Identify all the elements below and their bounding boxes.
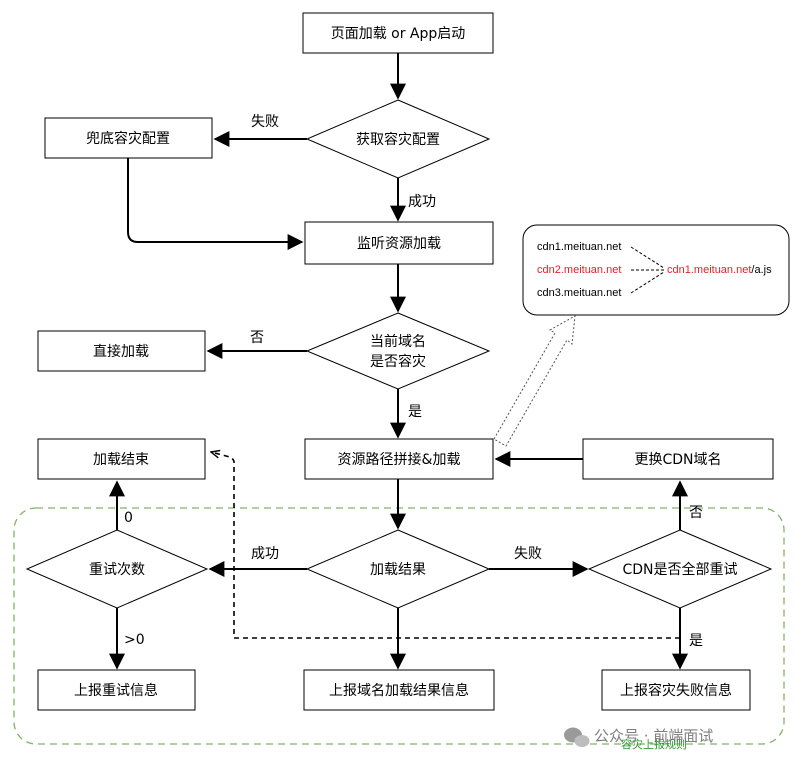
load-result-decision: 加载结果: [305, 529, 491, 609]
direct-load-node: 直接加载: [37, 330, 206, 372]
fallback-config-label: 兜底容灾配置: [86, 130, 170, 147]
report-retry-label: 上报重试信息: [74, 682, 158, 699]
load-end-label: 加载结束: [93, 452, 149, 468]
callout-target-path: /a.js: [751, 264, 772, 276]
start-node-label: 页面加载 or App启动: [331, 26, 466, 42]
region-label: 容灾上报规则: [621, 737, 687, 751]
listen-label: 监听资源加载: [357, 236, 441, 252]
is-disaster-label-line1: 当前域名: [370, 333, 426, 350]
report-domain-result-node: 上报域名加载结果信息: [303, 669, 495, 711]
listen-node: 监听资源加载: [304, 221, 494, 265]
dashed-feedback-arrow: [211, 452, 680, 639]
watermark: 公众号 · 前端面试: [564, 727, 713, 747]
callout-line-cdn1: [630, 246, 665, 269]
arrow-fallback-to-listen: [127, 158, 304, 250]
edge-label-fail-cdn: 失败: [514, 546, 542, 562]
report-domain-result-label: 上报域名加载结果信息: [329, 682, 469, 699]
report-disaster-fail-node: 上报容灾失败信息: [601, 669, 751, 711]
change-cdn-label: 更换CDN域名: [634, 451, 721, 468]
edge-label-yes-concat: 是: [408, 404, 422, 420]
edge-label-success-retry: 成功: [251, 546, 279, 562]
callout-cdn3: cdn3.meituan.net: [537, 287, 621, 299]
callout-target: cdn1.meituan.net/a.js: [667, 264, 772, 276]
cdn-callout: cdn1.meituan.net cdn2.meituan.net cdn3.m…: [522, 224, 790, 316]
load-end-node: 加载结束: [37, 438, 206, 480]
wechat-icon: [564, 727, 590, 747]
callout-line-cdn3: [630, 271, 665, 294]
edge-label-gt-zero: >0: [124, 632, 145, 648]
start-node: 页面加载 or App启动: [302, 12, 494, 54]
edge-label-yes-cdn: 是: [689, 633, 703, 649]
fetch-config-label: 获取容灾配置: [356, 131, 440, 148]
watermark-text: 公众号 · 前端面试: [594, 727, 713, 745]
edge-label-no-cdn: 否: [689, 505, 703, 521]
concat-load-node: 资源路径拼接&加载: [304, 438, 494, 480]
is-disaster-decision: 当前域名 是否容灾: [305, 312, 491, 390]
direct-load-label: 直接加载: [93, 343, 149, 360]
fallback-config-node: 兜底容灾配置: [44, 117, 213, 159]
fetch-config-decision: 获取容灾配置: [305, 99, 491, 179]
edge-label-success-top: 成功: [408, 194, 436, 210]
retry-count-label: 重试次数: [89, 562, 145, 578]
change-cdn-node: 更换CDN域名: [582, 438, 774, 480]
edge-label-fail-top: 失败: [251, 114, 279, 130]
report-retry-node: 上报重试信息: [37, 669, 196, 711]
edge-label-no-direct: 否: [250, 330, 264, 346]
callout-pointer-arrow: [493, 315, 576, 447]
edge-label-zero: 0: [124, 510, 133, 526]
report-disaster-fail-label: 上报容灾失败信息: [620, 682, 732, 699]
callout-cdn2: cdn2.meituan.net: [537, 264, 621, 276]
is-disaster-label-line2: 是否容灾: [370, 353, 426, 370]
cdn-all-retried-label: CDN是否全部重试: [622, 561, 737, 578]
cdn-all-retried-decision: CDN是否全部重试: [587, 529, 773, 609]
concat-load-label: 资源路径拼接&加载: [338, 451, 461, 468]
retry-count-decision: 重试次数: [25, 529, 209, 609]
load-result-label: 加载结果: [370, 562, 426, 578]
callout-target-domain: cdn1.meituan.net: [667, 264, 751, 276]
callout-cdn1: cdn1.meituan.net: [537, 241, 621, 253]
